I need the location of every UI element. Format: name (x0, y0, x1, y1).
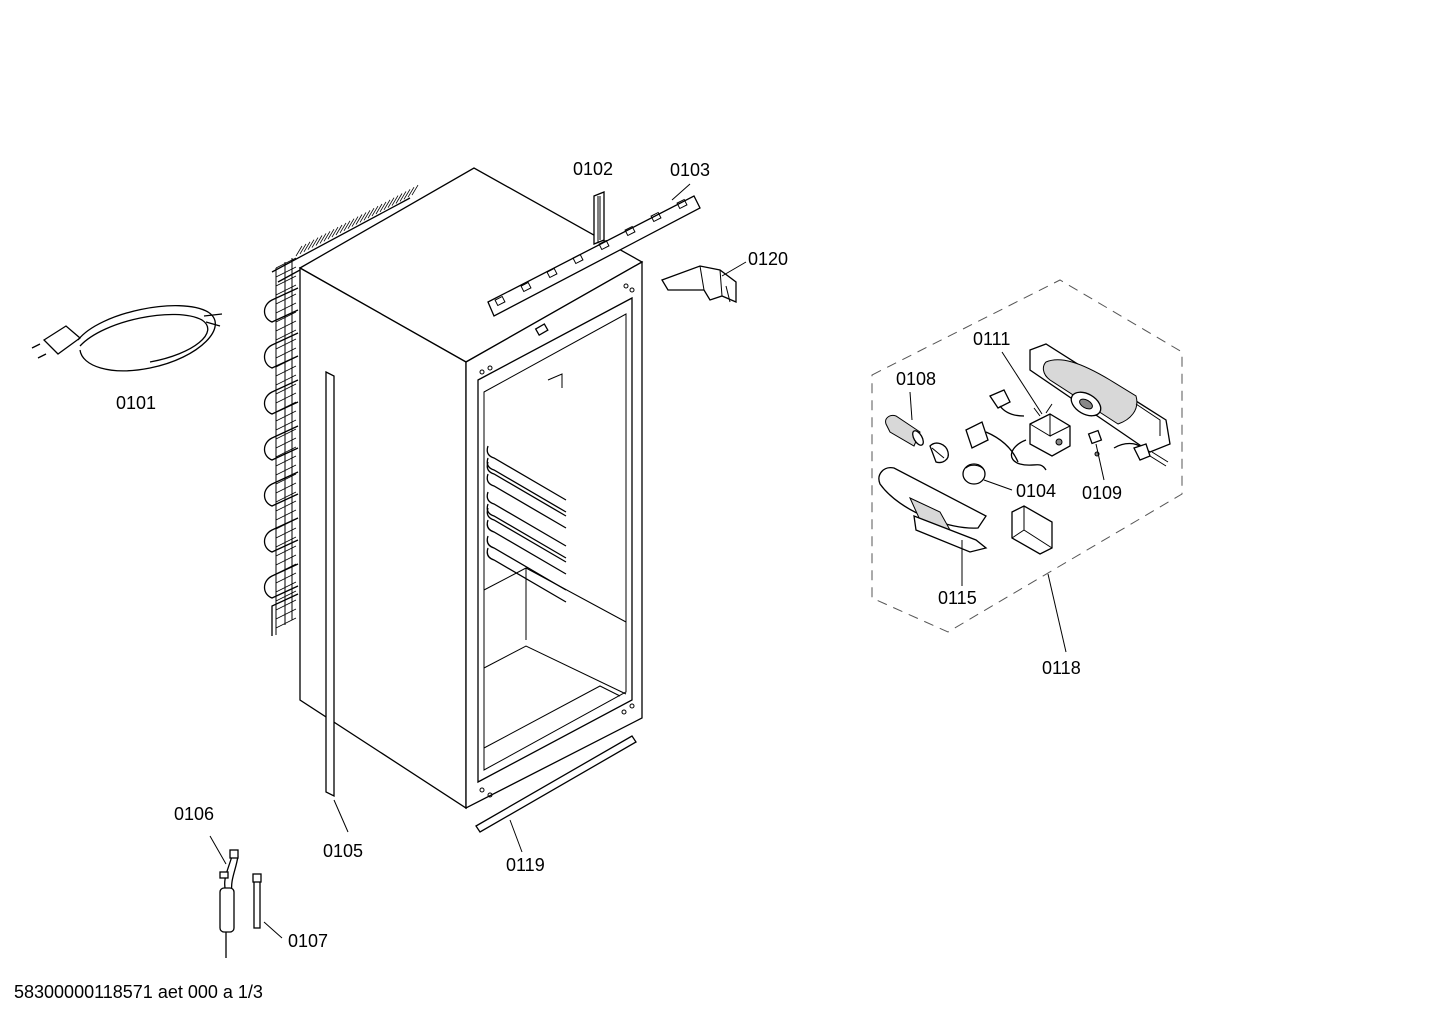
thermostat-knob (962, 463, 986, 485)
lamp-bulb (885, 415, 949, 464)
label-0118: 0118 (1042, 658, 1081, 678)
end-cap (1011, 505, 1053, 555)
power-cord (31, 305, 223, 372)
sensor-sleeve (252, 873, 262, 929)
label-0119: 0119 (506, 855, 545, 875)
bottom-trim-strip (475, 735, 637, 833)
label-0103: 0103 (670, 160, 710, 180)
light-assembly-group (871, 279, 1183, 633)
control-housing (1029, 343, 1171, 453)
thermostat (1010, 403, 1071, 471)
label-0104: 0104 (1016, 481, 1056, 501)
refrigerator-cabinet (298, 167, 644, 810)
label-0102: 0102 (573, 159, 613, 179)
leader-lines (209, 183, 1105, 939)
condenser-coil (263, 184, 419, 636)
document-code: 58300000118571 aet 000 a 1/3 (14, 982, 263, 1002)
shelf-rails (486, 445, 567, 603)
temperature-sensor (219, 849, 239, 958)
label-0101: 0101 (116, 393, 156, 413)
label-0109: 0109 (1082, 483, 1122, 503)
label-0105: 0105 (323, 841, 363, 861)
label-0107: 0107 (288, 931, 328, 951)
label-0115: 0115 (938, 588, 977, 608)
lamp-cover (878, 467, 988, 553)
label-0108: 0108 (896, 369, 936, 389)
vertical-seal-strip (325, 370, 335, 798)
label-0120: 0120 (748, 249, 788, 269)
door-switch (1087, 429, 1169, 467)
connector-plug (965, 389, 1025, 463)
top-fixing-strip (487, 195, 701, 317)
part-labels: 0101 0102 0103 0104 0105 0106 0107 0108 … (116, 159, 1122, 951)
label-0111: 0111 (973, 329, 1010, 349)
vertical-clip (593, 191, 605, 245)
hinge-bracket (661, 265, 737, 303)
label-0106: 0106 (174, 804, 214, 824)
